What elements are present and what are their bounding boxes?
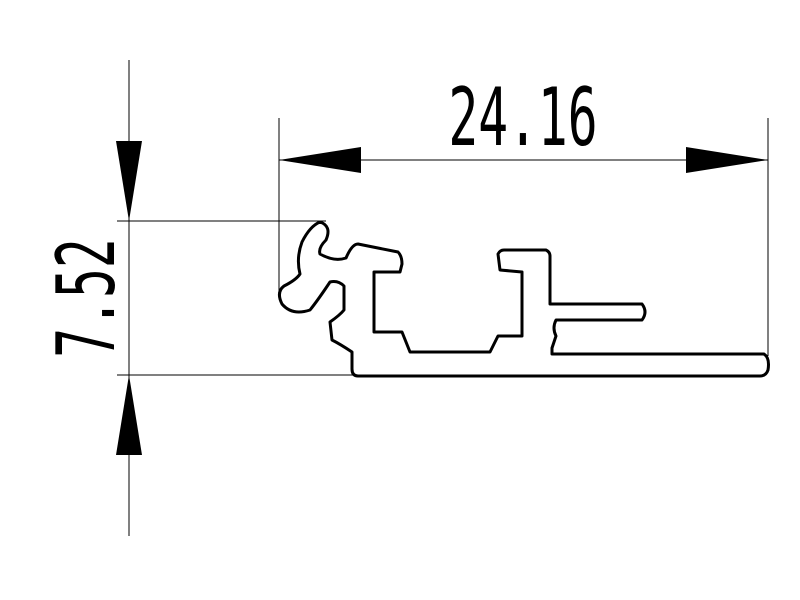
width-dimension-label: 24.16 <box>448 70 597 164</box>
extrusion-profile-outline <box>277 220 770 378</box>
width-arrow-right <box>686 147 768 173</box>
width-arrow-left <box>279 147 361 173</box>
height-dimension-label: 7.52 <box>39 238 133 357</box>
height-arrow-bottom <box>116 375 142 455</box>
height-dimension: 7.52 <box>39 60 360 536</box>
height-arrow-top <box>116 141 142 221</box>
width-dimension: 24.16 <box>278 70 769 356</box>
